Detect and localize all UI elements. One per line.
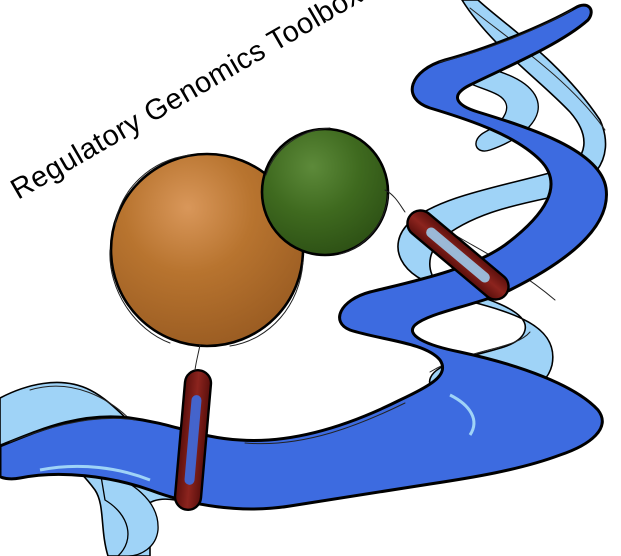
protein-sphere-icon: [111, 154, 303, 346]
binding-pin-right: [406, 209, 510, 301]
protein-sphere-small-icon: [262, 129, 388, 255]
binding-pin-left: [173, 369, 213, 511]
dna-light-strand-hook: [99, 469, 159, 556]
protein-sphere-large: [109, 152, 305, 348]
dna-dark-strand: [0, 3, 608, 511]
protein-sphere-small: [260, 127, 390, 257]
dna-dark-strand-path: [0, 3, 608, 511]
